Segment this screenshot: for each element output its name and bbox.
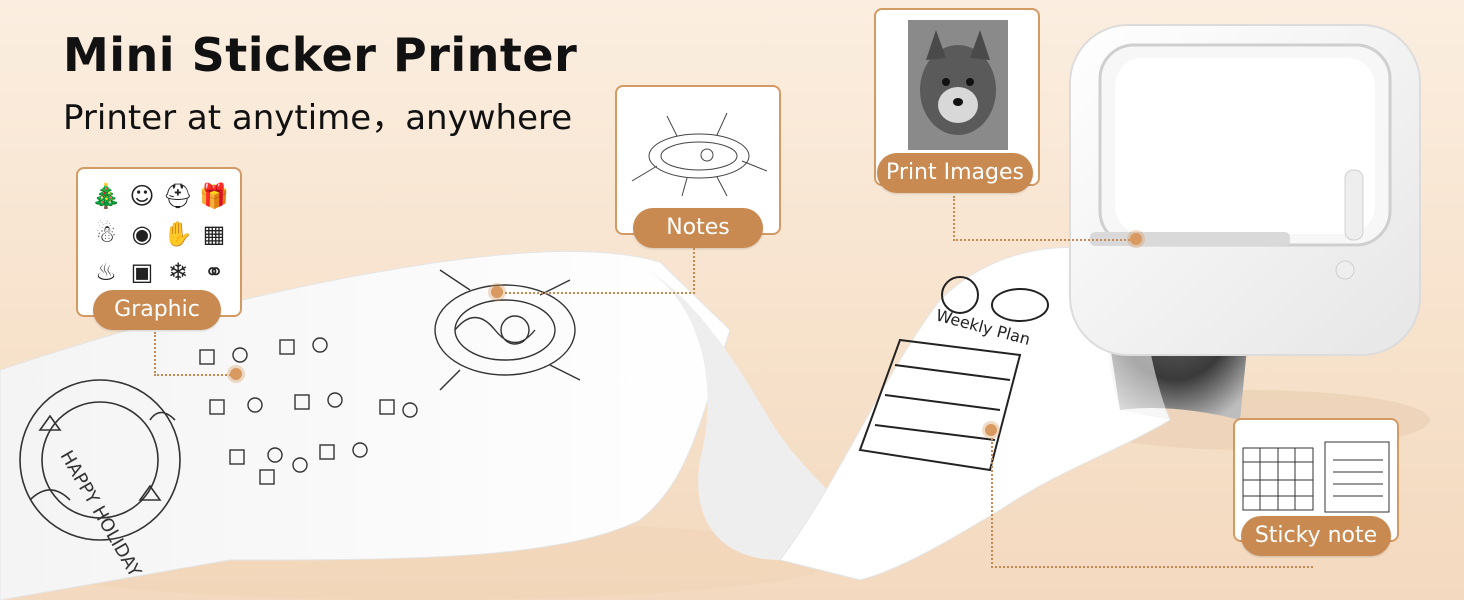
snowman-icon: ☃ [95,220,117,248]
graphic-label: Graphic [93,290,221,330]
print-images-label: Print Images [877,153,1033,193]
print-images-leader [953,196,1138,241]
graphic-point [230,368,242,380]
turkey-icon: ♨ [95,258,117,286]
dog-photo-thumbnail [908,20,1008,150]
notes-leader [497,248,695,294]
presents-icon: ▣ [130,258,154,286]
graphic-icon-grid: 🎄 ☺ ⛑ 🎁 ☃ ◉ ✋ ▦ ♨ ▣ ❄ ⚭ [88,177,232,291]
mitten-icon: ✋ [163,220,193,248]
balloons-icon: ⚭ [203,258,225,286]
santa-icon: ☺ [129,182,155,210]
sticky-note-callout [1233,418,1399,542]
snow-globe-icon: ◉ [131,220,153,248]
graphic-leader [154,332,238,376]
hat-icon: ⛑ [162,182,194,210]
page-title: Mini Sticker Printer [63,28,578,82]
sticky-note-label: Sticky note [1241,516,1391,556]
tree-icon: 🎄 [91,182,121,210]
print-images-point [1130,233,1142,245]
gift-icon: 🎁 [199,182,229,210]
weekly-plan-thumbnail [1242,441,1390,513]
fireplace-icon: ▦ [202,220,226,248]
notes-point [491,286,503,298]
snowflake-icon: ❄ [167,258,189,286]
cell-diagram-thumbnail [631,112,768,197]
sticky-note-leader [991,430,1313,568]
page-subtitle: Printer at anytime，anywhere [63,98,573,138]
notes-label: Notes [633,208,763,248]
sticky-note-point [985,424,997,436]
